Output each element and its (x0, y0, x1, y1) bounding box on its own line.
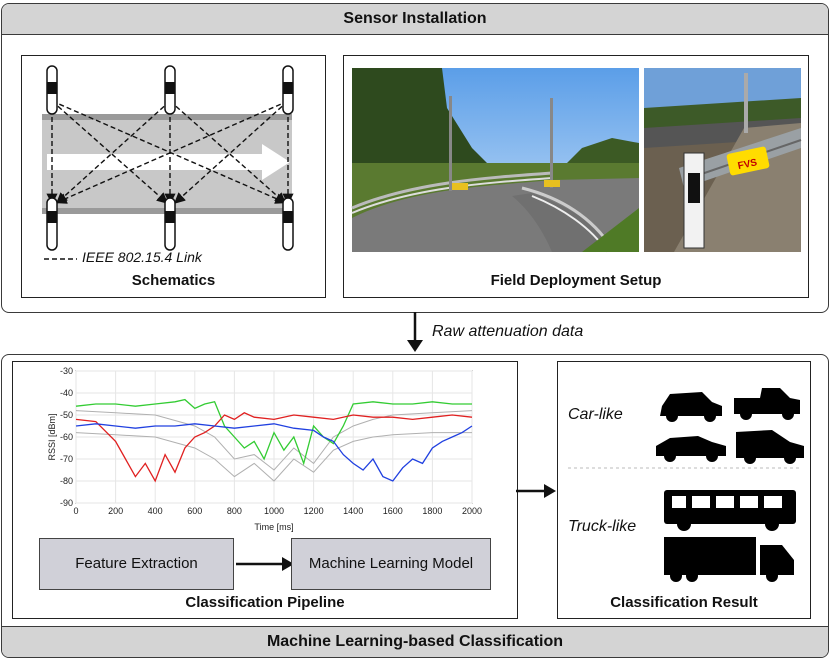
x-tick-label: 600 (187, 506, 202, 516)
section-title: Sensor Installation (2, 4, 828, 35)
y-axis-label: RSSI [dBm] (47, 413, 57, 460)
x-tick-label: 1600 (383, 506, 403, 516)
x-tick-label: 2000 (462, 506, 482, 516)
series-line-gray (75, 432, 472, 482)
x-tick-label: 800 (227, 506, 242, 516)
series-line-red (75, 412, 473, 483)
schematics-drawing (42, 65, 294, 260)
schematics-panel: IEEE 802.15.4 Link Schematics (21, 55, 326, 298)
ml-model-box: Machine Learning Model (291, 538, 491, 590)
pipeline-panel: 0 200 400 600 800 1000 1200 1400 1600 1800 2000 -30… (12, 361, 518, 619)
y-tick-label: -70 (60, 454, 73, 464)
car-silhouettes (656, 388, 804, 464)
fvs-sign-label: FVS (737, 157, 759, 172)
result-panel: Car-like Truck-like Classification Resul… (557, 361, 811, 619)
class-divider (568, 467, 802, 469)
result-caption: Classification Result (610, 594, 758, 611)
x-tick-label: 1200 (304, 506, 324, 516)
field-photo-road (351, 68, 639, 253)
rssi-chart: 0 200 400 600 800 1000 1200 1400 1600 1800 2000 -30… (47, 366, 482, 532)
y-tick-label: -80 (60, 476, 73, 486)
car-like-label: Car-like (568, 406, 623, 423)
x-tick-label: 1400 (343, 506, 363, 516)
x-tick-label: 400 (148, 506, 163, 516)
result-arrow (516, 484, 556, 498)
series-line-green (75, 398, 472, 466)
feature-extraction-box: Feature Extraction (39, 538, 234, 590)
sensor-post (46, 197, 58, 251)
truck-silhouettes (664, 490, 796, 582)
series-line-blue (75, 423, 473, 482)
sensor-post (282, 197, 294, 251)
section-title: Machine Learning-based Classification (2, 626, 828, 657)
x-axis-label: Time [ms] (254, 522, 293, 532)
truck-like-label: Truck-like (568, 518, 637, 535)
x-tick-label: 1800 (422, 506, 442, 516)
field-deployment-panel: FVS Field Deployment Setup (343, 55, 809, 298)
y-tick-label: -30 (60, 366, 73, 376)
link-legend: IEEE 802.15.4 Link (82, 249, 202, 265)
sensor-post (164, 197, 176, 251)
y-tick-label: -60 (60, 432, 73, 442)
pipeline-caption: Classification Pipeline (185, 594, 345, 611)
field-caption: Field Deployment Setup (490, 272, 662, 289)
x-tick-label: 1000 (264, 506, 284, 516)
y-tick-label: -50 (60, 410, 73, 420)
schematics-caption: Schematics (131, 272, 216, 289)
y-tick-label: -90 (60, 498, 73, 508)
x-tick-label: 0 (73, 506, 78, 516)
y-tick-label: -40 (60, 388, 73, 398)
pipeline-arrow (236, 557, 294, 571)
flow-arrow-down (407, 312, 423, 352)
flow-label: Raw attenuation data (432, 323, 584, 340)
x-tick-label: 200 (108, 506, 123, 516)
field-photo-closeup: FVS (644, 68, 802, 252)
